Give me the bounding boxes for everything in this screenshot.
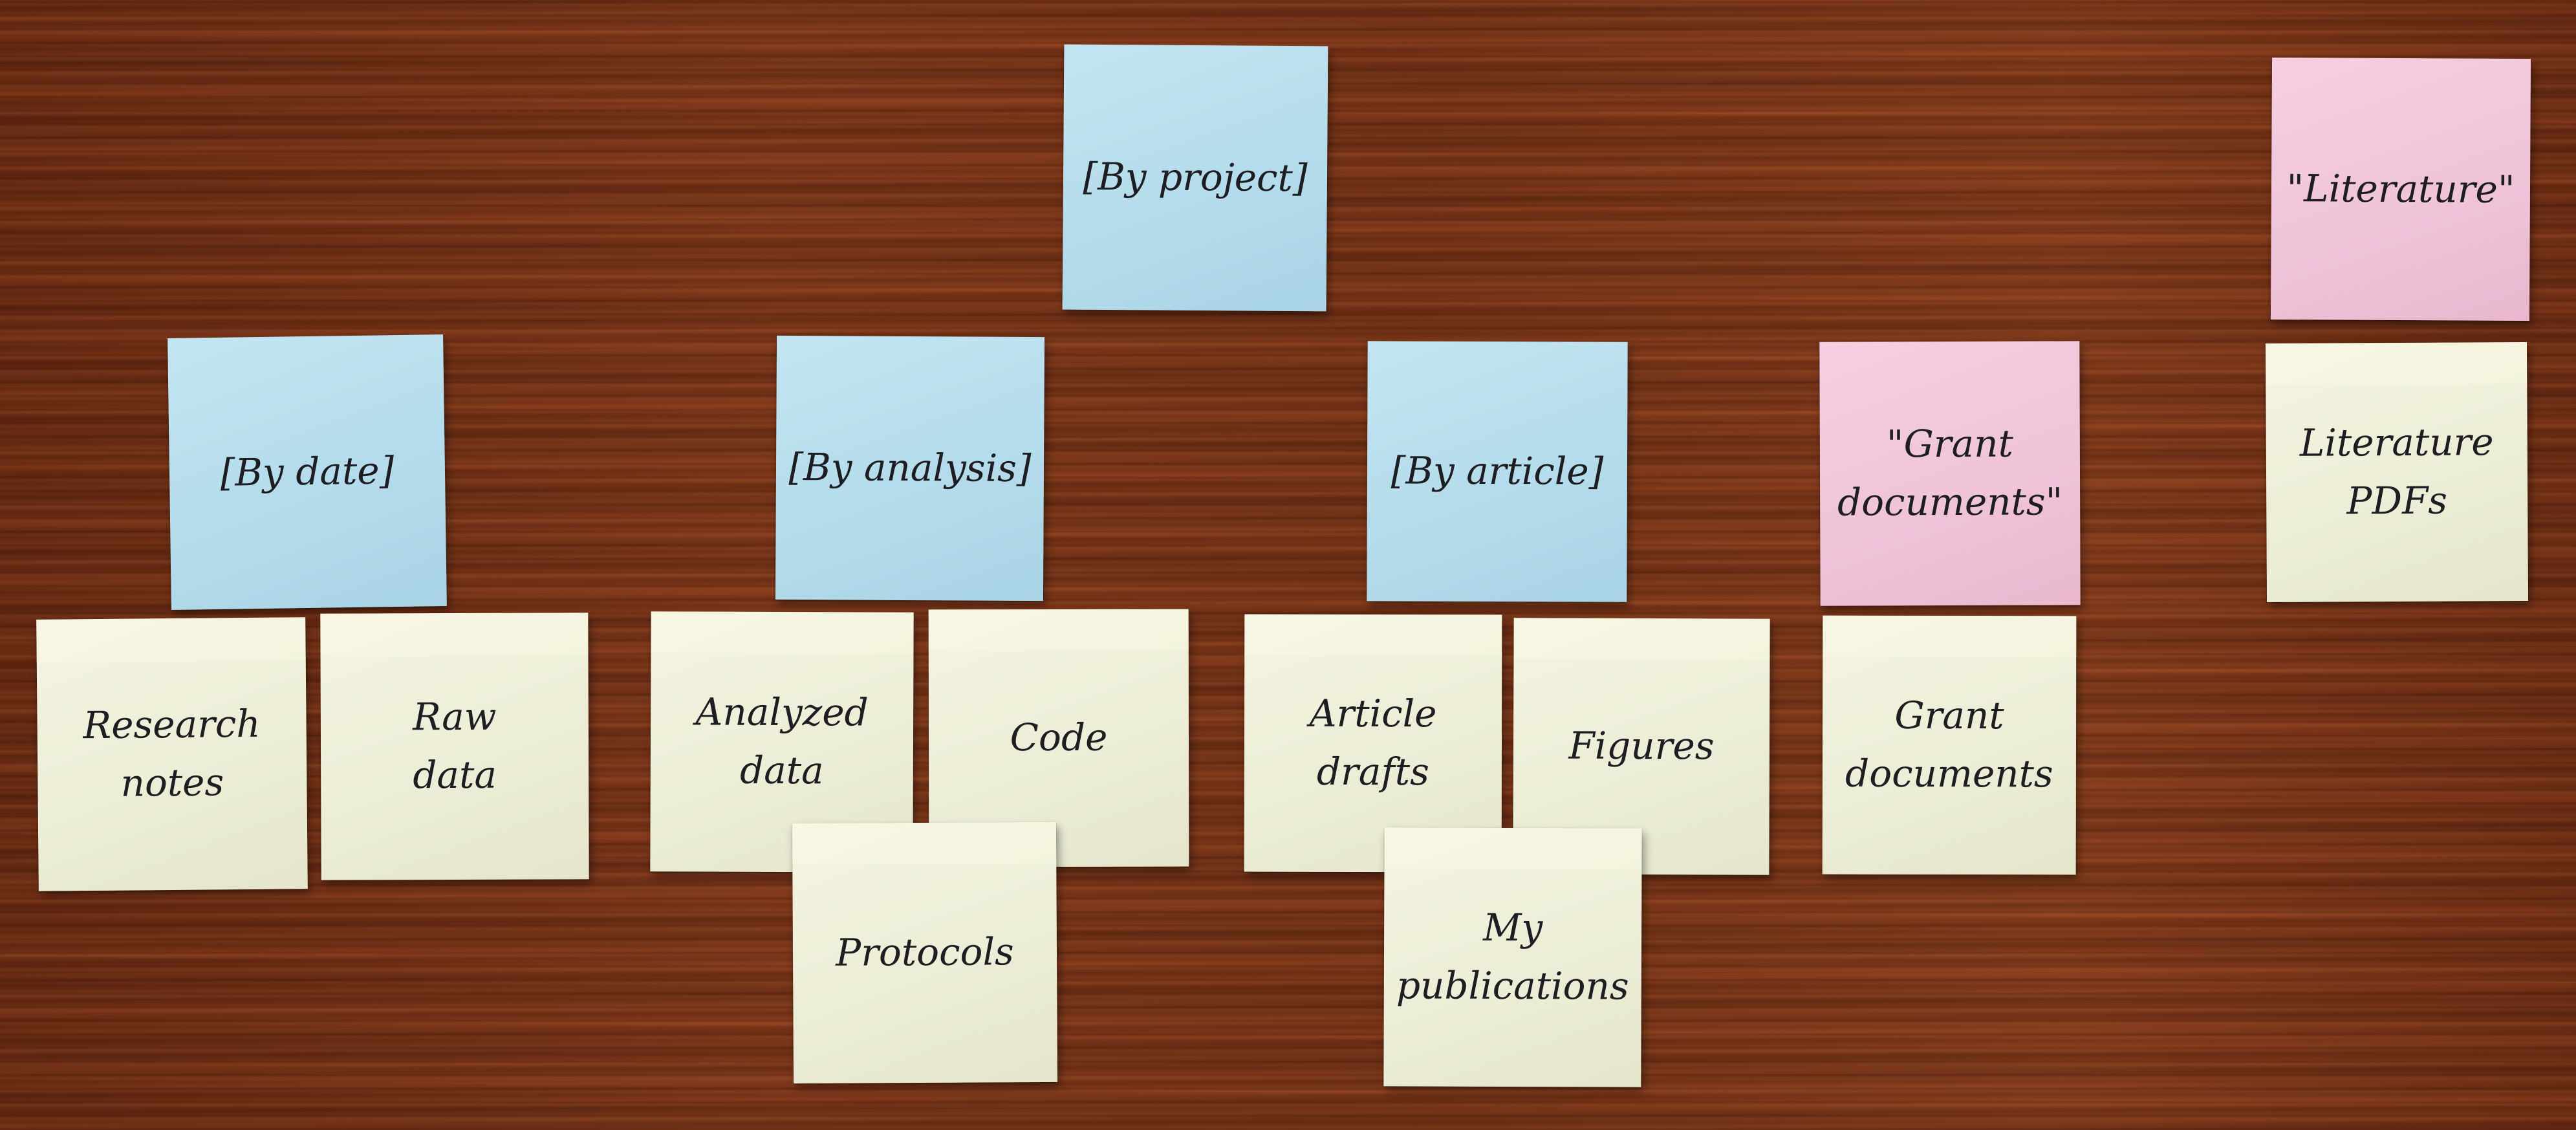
note-my-publications: My publications [1383, 827, 1642, 1087]
note-literature-pdfs: Literature PDFs [2265, 342, 2529, 603]
note-by-analysis: [By analysis] [775, 335, 1045, 602]
note-grant-label: "Grant documents" [1819, 341, 2081, 606]
note-protocols: Protocols [792, 821, 1058, 1084]
note-grant-documents: Grant documents [1822, 615, 2077, 875]
note-by-project: [By project] [1062, 44, 1328, 312]
note-research-notes: Research notes [36, 617, 308, 891]
note-literature-label: "Literature" [2270, 57, 2531, 321]
note-by-article: [By article] [1367, 341, 1628, 602]
note-raw-data: Raw data [320, 613, 589, 880]
note-by-date: [By date] [168, 334, 447, 610]
